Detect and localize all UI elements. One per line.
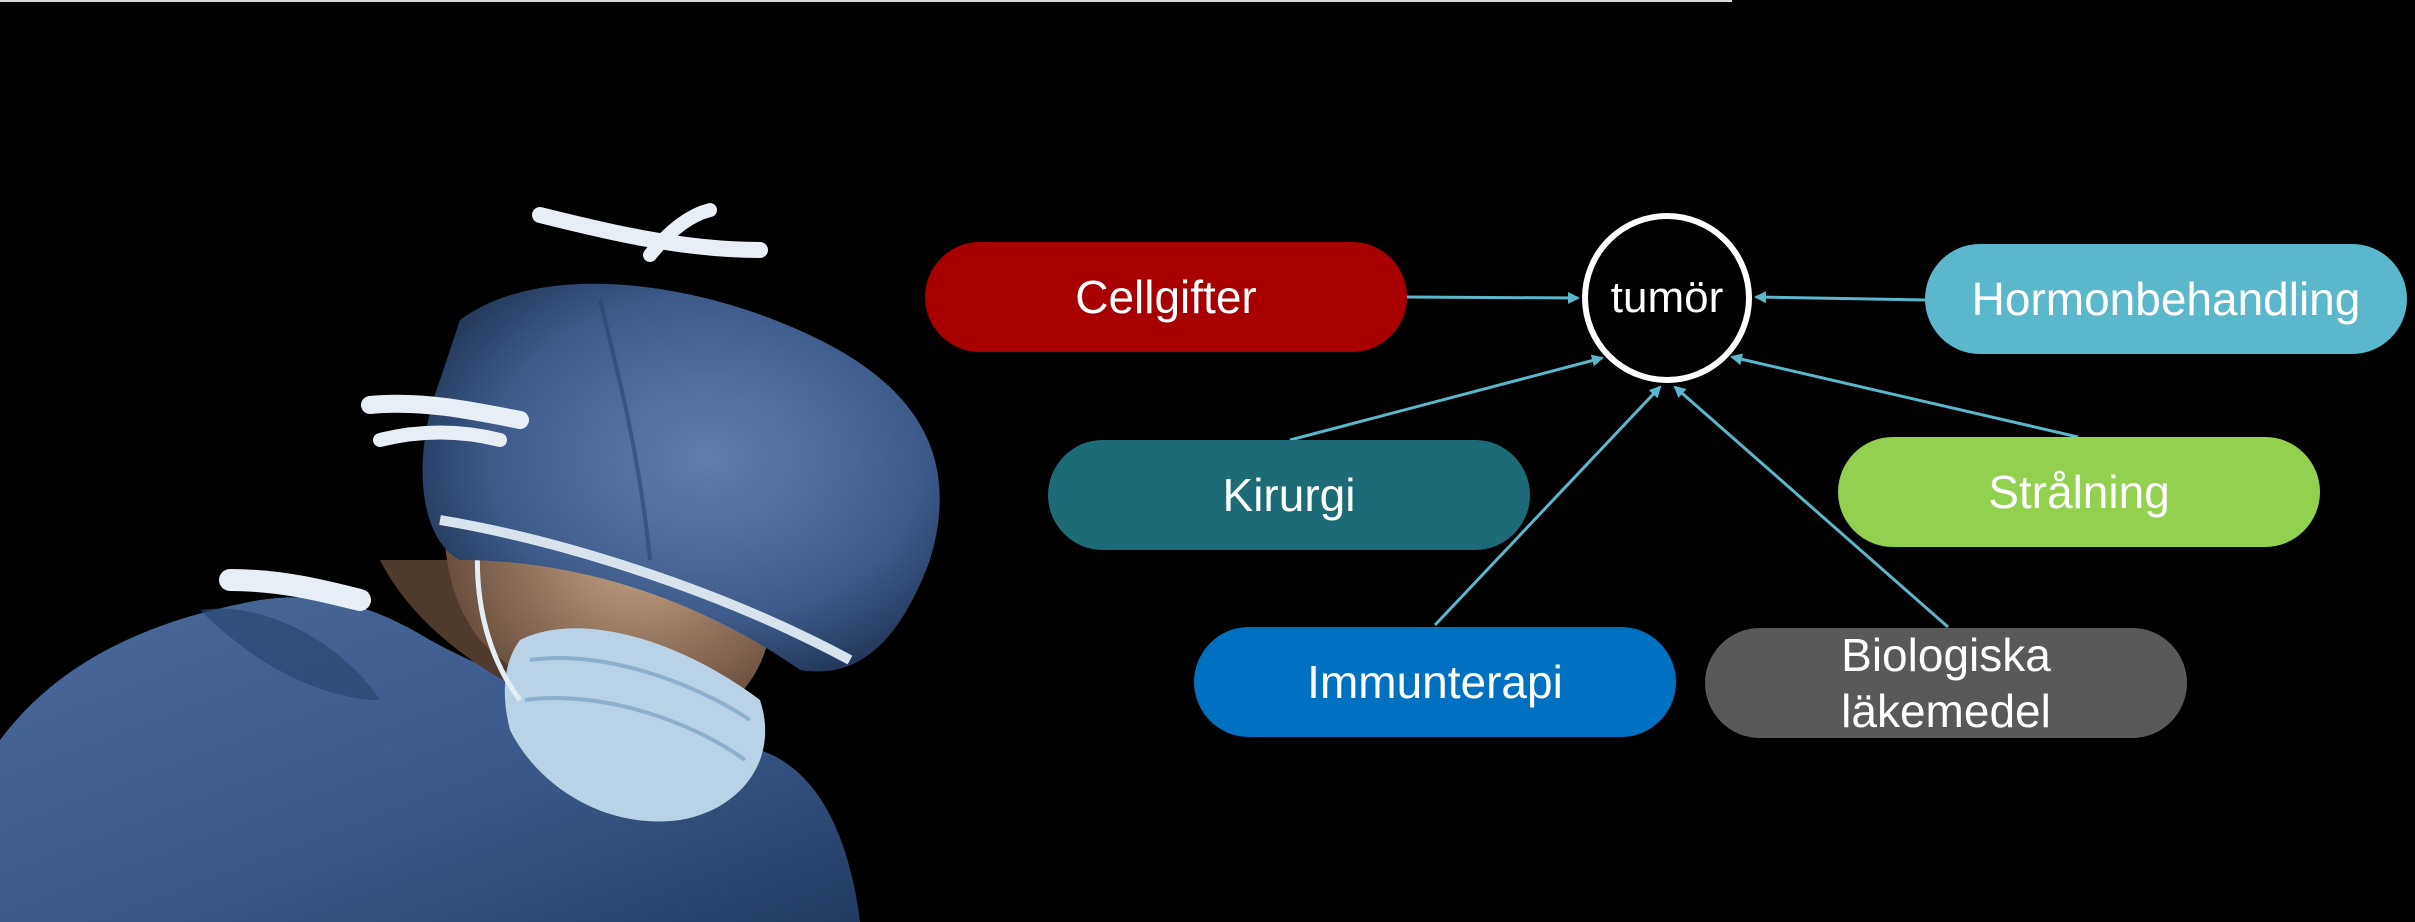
arrow-cellgifter — [1407, 297, 1578, 298]
arrow-hormonbehandling — [1756, 297, 1925, 300]
treatment-kirurgi: Kirurgi — [1048, 440, 1530, 550]
treatment-stralning: Strålning — [1838, 437, 2320, 547]
tumor-node: tumör — [1582, 213, 1752, 383]
treatment-label: Strålning — [1988, 464, 2170, 520]
arrow-kirurgi — [1290, 358, 1602, 440]
treatment-label: Kirurgi — [1223, 467, 1356, 523]
treatment-label: Hormonbehandling — [1972, 271, 2361, 327]
treatment-label: Biologiska läkemedel — [1816, 627, 2076, 739]
treatment-hormonbehandling: Hormonbehandling — [1925, 244, 2407, 354]
treatment-label: Cellgifter — [1075, 269, 1257, 325]
arrow-stralning — [1732, 357, 2078, 437]
tumor-label: tumör — [1611, 273, 1723, 323]
treatment-label: Immunterapi — [1307, 654, 1563, 710]
treatment-biologiska: Biologiska läkemedel — [1705, 628, 2187, 738]
treatment-cellgifter: Cellgifter — [925, 242, 1407, 352]
treatment-immunterapi: Immunterapi — [1194, 627, 1676, 737]
